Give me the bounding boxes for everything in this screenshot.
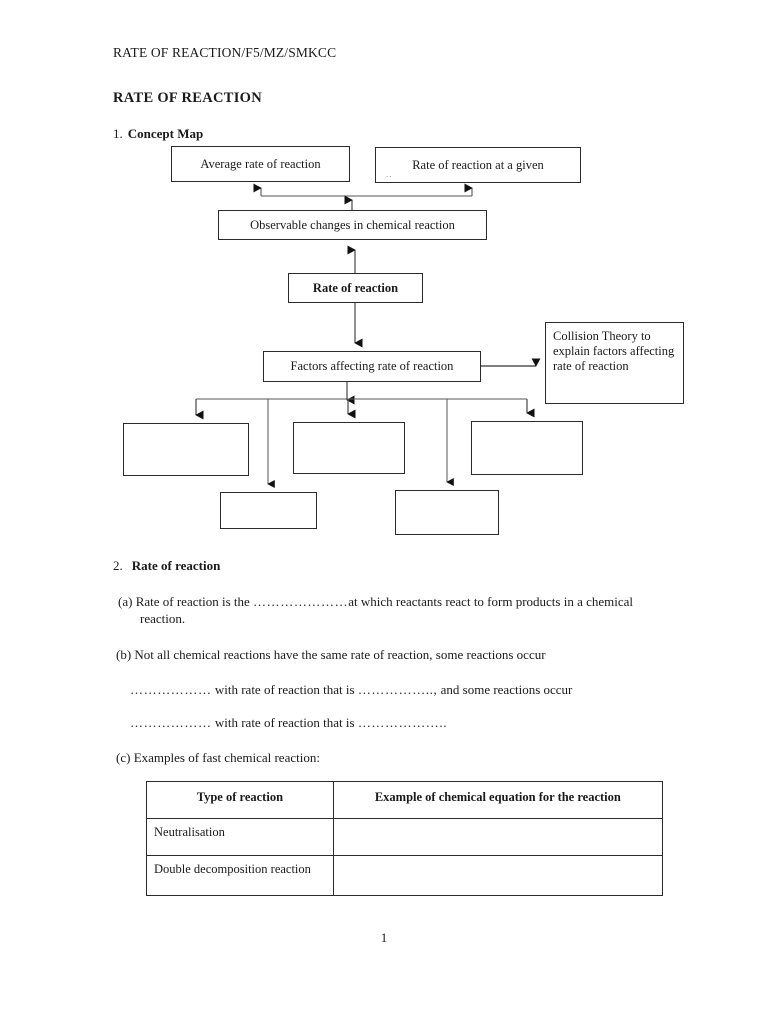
table-header-type: Type of reaction [146,781,334,819]
table-row: Neutralisation [146,818,664,856]
section-2-heading: 2. Rate of reaction [113,558,220,574]
item-b-line1: Not all chemical reactions have the same… [134,647,546,662]
reaction-examples-table: Type of reaction Example of chemical equ… [146,781,664,896]
concept-node-observable-changes: Observable changes in chemical reaction [218,210,487,240]
concept-node-label: Collision Theory to explain factors affe… [553,329,675,373]
table-cell-example[interactable] [332,855,664,896]
page-title: RATE OF REACTION [113,90,263,106]
item-b-mid-text-1: with rate of reaction that is [211,682,358,697]
concept-node-label: Observable changes in chemical reaction [250,217,455,232]
item-b-mid-text-2: with rate of reaction that is [211,715,358,730]
concept-node-label: Average rate of reaction [200,156,321,171]
item-a-blank[interactable]: ………………… [253,594,349,609]
item-b-blank-4[interactable]: ……………….. [357,715,448,730]
item-b-line-1: (b) Not all chemical reactions have the … [116,646,656,663]
item-c-marker: (c) [116,750,131,765]
item-b-blank-3[interactable]: ……………… [130,715,212,730]
concept-node-blank-2[interactable] [293,422,405,474]
concept-map: Average rate of reaction Rate of reactio… [123,146,684,535]
table-cell-example[interactable] [332,818,664,856]
item-a: (a) Rate of reaction is the …………………at wh… [118,593,658,627]
concept-node-blank-5[interactable] [395,490,499,535]
section-1-heading: 1. Concept Map [113,126,203,142]
table-header-row: Type of reaction Example of chemical equ… [146,781,664,819]
concept-node-blank-1[interactable] [123,423,249,476]
concept-node-rate-at-given: Rate of reaction at a given [375,147,581,183]
section-2-title: Rate of reaction [131,558,221,573]
scan-artifact-mark: .. [386,169,393,179]
concept-node-blank-3[interactable] [471,421,583,475]
document-header: RATE OF REACTION/F5/MZ/SMKCC [113,45,337,60]
concept-node-label: Factors affecting rate of reaction [290,359,454,373]
table-cell-type: Double decomposition reaction [146,855,334,896]
item-a-text-after: at which reactants react to form product… [140,594,634,626]
item-a-text-before: Rate of reaction is the [135,594,250,609]
item-b-end-text: and some reactions occur [437,682,573,697]
concept-node-blank-4[interactable] [220,492,317,529]
concept-node-label: Rate of reaction [312,280,399,295]
page-number: 1 [380,930,388,945]
item-b-blank-1[interactable]: ……………… [130,682,212,697]
item-b-blank-2[interactable]: …………….., [357,682,438,697]
item-a-marker: (a) [118,594,133,609]
item-c-text: Examples of fast chemical reaction: [133,750,320,765]
item-b-marker: (b) [116,647,132,662]
section-2-number: 2. [113,558,123,573]
table-header-example: Example of chemical equation for the rea… [332,781,664,819]
item-b-line-2: ……………… with rate of reaction that is ………… [130,681,670,698]
table-cell-type: Neutralisation [146,818,334,856]
concept-node-rate-of-reaction: Rate of reaction [288,273,423,303]
item-b-line-3: ……………… with rate of reaction that is ………… [130,714,670,731]
section-1-title: Concept Map [127,126,204,141]
concept-node-factors-affecting: Factors affecting rate of reaction [263,351,481,382]
section-1-number: 1. [113,126,123,141]
concept-node-collision-theory: Collision Theory to explain factors affe… [545,322,684,404]
item-c: (c) Examples of fast chemical reaction: [116,749,656,766]
concept-node-average-rate: Average rate of reaction [171,146,350,182]
table-row: Double decomposition reaction [146,855,664,896]
concept-node-label: Rate of reaction at a given [412,157,544,172]
